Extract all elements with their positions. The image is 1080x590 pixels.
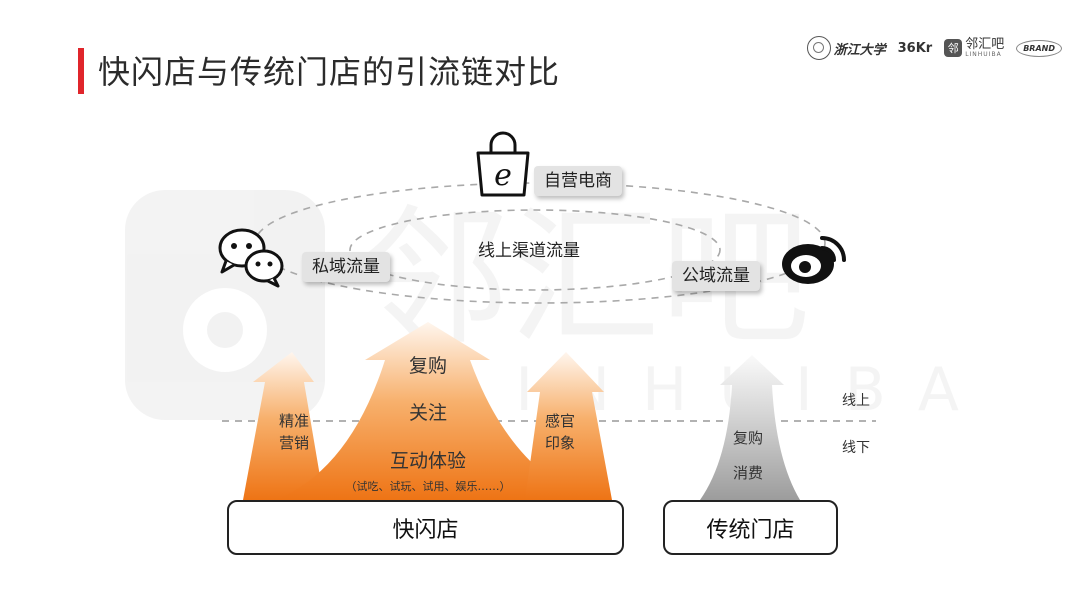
traditional-store-box: 传统门店: [663, 500, 838, 555]
zju-logo: 浙江大学: [806, 36, 886, 60]
follow-text: 关注: [408, 402, 447, 424]
36kr-logo: 36Kr: [897, 40, 933, 56]
svg-text:e: e: [494, 158, 512, 193]
traditional-consumption-text: 消费: [732, 464, 763, 482]
brand-logo: BRAND: [1016, 39, 1062, 57]
online-channel-label: 线上渠道流量: [478, 241, 580, 261]
title-accent-bar: [78, 48, 84, 94]
experience-examples-note: （试吃、试玩、试用、娱乐……）: [345, 480, 511, 493]
sensory-impression-text: 感官 印象: [544, 412, 575, 452]
popup-center-arrow: [275, 322, 590, 500]
linhuiba-badge-icon: 邻: [944, 39, 963, 57]
popup-right-arrow: [525, 352, 612, 500]
private-traffic-label: 私域流量: [302, 252, 390, 282]
shopping-bag-icon: e: [476, 131, 530, 197]
weibo-icon: [782, 236, 846, 284]
repurchase-text: 复购: [408, 355, 447, 377]
public-traffic-label: 公域流量: [672, 261, 760, 291]
traditional-repurchase-text: 复购: [732, 429, 763, 447]
inner-channel-ellipse: [349, 209, 721, 291]
university-seal-icon: [806, 36, 831, 60]
popup-left-arrow: [243, 352, 324, 500]
partner-logos: 浙江大学 36Kr 邻 邻汇吧 LINHUIBA BRAND: [806, 36, 1062, 60]
wechat-icon: [218, 228, 284, 288]
interactive-experience-text: 互动体验: [389, 450, 466, 472]
watermark: 邻汇吧 LINHUIBA: [125, 190, 959, 425]
linhuiba-logo: 邻 邻汇吧 LINHUIBA: [944, 38, 1004, 58]
popup-store-box: 快闪店: [227, 500, 624, 555]
page-title: 快闪店与传统门店的引流链对比: [98, 53, 561, 91]
online-label: 线上: [842, 393, 870, 409]
traditional-arrow: [700, 355, 800, 500]
ecommerce-channel-label: 自营电商: [534, 166, 622, 196]
precision-marketing-text: 精准 营销: [278, 412, 309, 452]
offline-label: 线下: [842, 440, 870, 456]
